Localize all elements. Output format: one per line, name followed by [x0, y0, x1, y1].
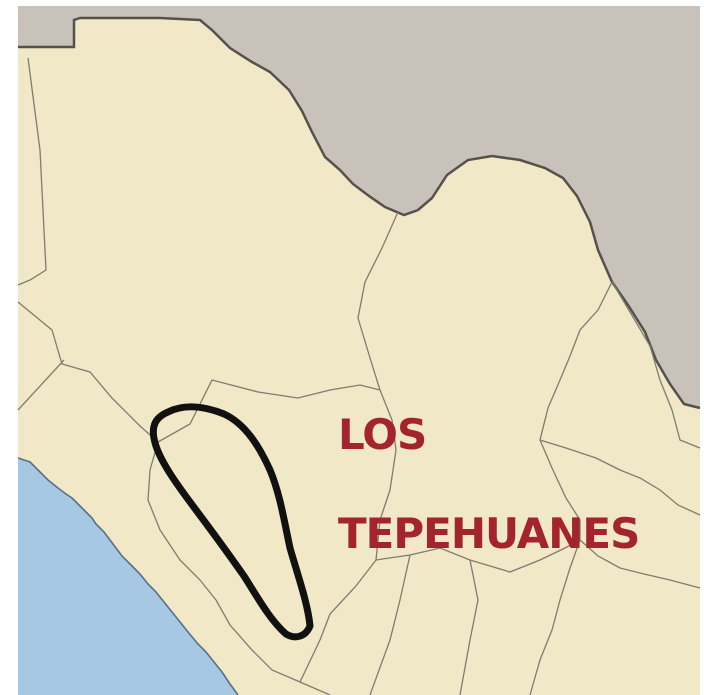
ocean-area	[18, 458, 238, 695]
state-borders	[17, 57, 701, 695]
outlined-region	[149, 403, 314, 641]
region-label-line2: TEPEHUANES	[338, 509, 640, 558]
coastline	[17, 457, 239, 695]
foreign-territory-area	[18, 6, 700, 408]
national-border	[18, 16, 701, 410]
region-label-line1: LOS	[338, 410, 427, 459]
